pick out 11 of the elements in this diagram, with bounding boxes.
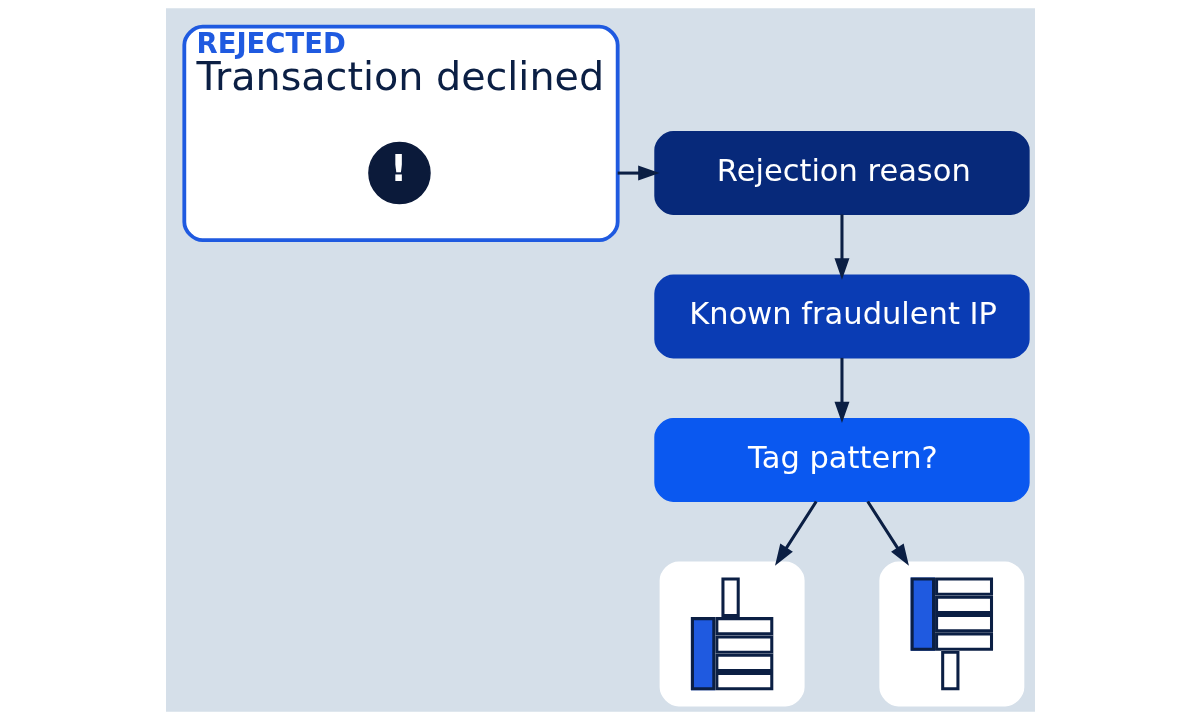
arrow xyxy=(617,165,660,181)
node-circle: ! xyxy=(367,141,431,205)
node-box: Tag pattern? xyxy=(653,418,1030,502)
node-box: Known fraudulent IP xyxy=(653,274,1030,359)
arrow xyxy=(834,357,849,424)
arrow xyxy=(834,214,849,280)
node-box: Rejection reason xyxy=(653,131,1030,216)
node-picture xyxy=(878,561,1024,707)
arrow xyxy=(865,500,909,566)
arrow xyxy=(774,500,817,566)
node-picture xyxy=(659,561,805,707)
